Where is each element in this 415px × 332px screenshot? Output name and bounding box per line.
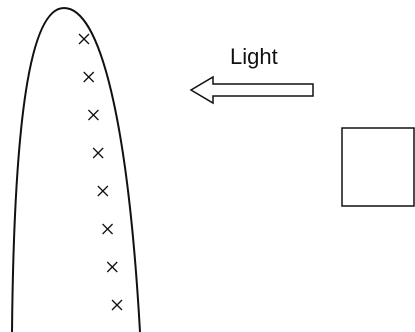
light-label: Light	[230, 44, 278, 69]
x-marker	[83, 71, 95, 83]
cell-markers	[78, 33, 123, 311]
light-arrow	[189, 75, 314, 105]
shoot-outline	[11, 6, 141, 332]
light-source-box	[341, 127, 415, 207]
x-marker	[87, 109, 99, 121]
x-marker	[97, 185, 109, 197]
x-marker	[111, 299, 123, 311]
x-marker	[102, 223, 114, 235]
x-marker	[106, 261, 118, 273]
x-marker	[92, 147, 104, 159]
x-marker	[78, 33, 90, 45]
